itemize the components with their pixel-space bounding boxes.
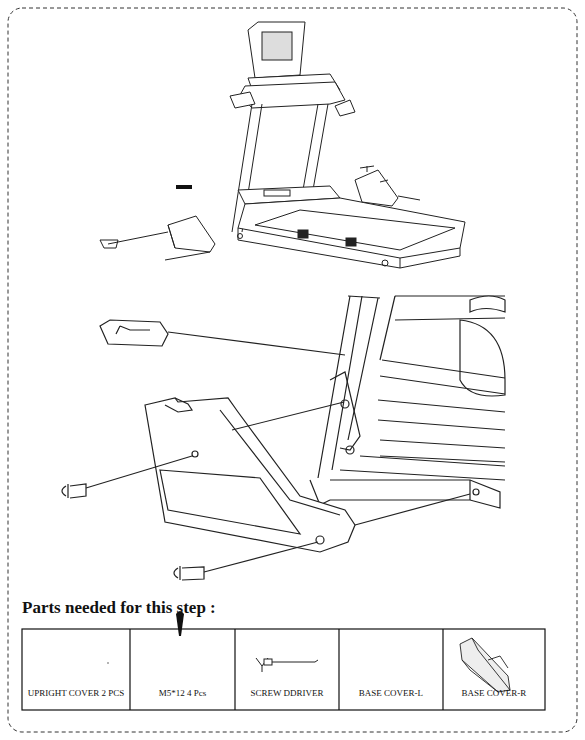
- treadmill-overview: [100, 22, 465, 268]
- table-cell-label: BASE COVER-R: [462, 688, 527, 698]
- screwdriver-icon: [256, 658, 318, 672]
- detail-view: [62, 296, 505, 580]
- upright-cover: [100, 320, 168, 346]
- mark: [176, 185, 192, 189]
- table-cell-label: M5*12 4 Pcs: [159, 688, 207, 698]
- table-cell-label: SCREW DDRIVER: [250, 688, 323, 698]
- table-cell-label: UPRIGHT COVER 2 PCS: [28, 688, 125, 698]
- base-cover-r-icon: [460, 638, 510, 692]
- page-border: [8, 8, 577, 732]
- parts-table: [22, 629, 545, 710]
- base-cover-overview: [355, 170, 398, 206]
- table-cell-label: BASE COVER-L: [359, 688, 423, 698]
- base-cover-l: [145, 398, 355, 552]
- heading: Parts needed for this step :: [22, 598, 216, 618]
- base-cover-overview: [168, 216, 215, 252]
